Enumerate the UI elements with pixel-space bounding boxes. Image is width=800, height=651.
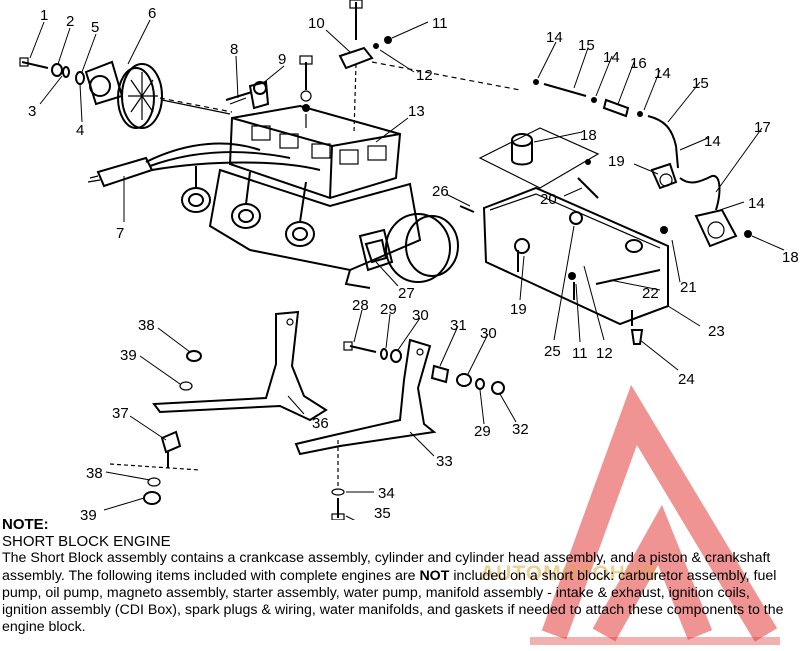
callout-11-top: 11: [432, 15, 448, 32]
top-bracket: [338, 0, 392, 133]
callout-18-b: 18: [782, 249, 799, 266]
callout-20: 20: [540, 191, 557, 208]
callout-7: 7: [116, 225, 124, 242]
note-body: The Short Block assembly contains a cran…: [2, 550, 798, 636]
callout-31: 31: [450, 317, 467, 334]
callout-36: 36: [312, 415, 329, 432]
callout-25: 25: [544, 343, 561, 360]
callout-37: 37: [112, 405, 129, 422]
note-body-emphasis: NOT: [419, 567, 450, 584]
callout-15-b: 15: [692, 75, 709, 92]
washer-18: [744, 230, 752, 238]
callout-14-c: 14: [654, 65, 671, 82]
callout-2: 2: [66, 13, 74, 30]
callout-24: 24: [678, 371, 695, 388]
fuel-pump: [478, 127, 678, 199]
callout-17: 17: [754, 119, 771, 136]
engine-mount-33: [294, 338, 437, 456]
note-label: NOTE:: [2, 516, 49, 533]
left-mount-hardware: [109, 350, 202, 505]
callout-26: 26: [432, 183, 449, 200]
engine-block: [181, 166, 422, 289]
callout-14-b: 14: [603, 49, 620, 66]
callout-34: 34: [378, 485, 395, 502]
oil-pump: [694, 208, 738, 248]
note-body-start: The Short Block assembly contains a cran…: [2, 550, 771, 584]
callout-29-b: 29: [474, 423, 491, 440]
callout-14-e: 14: [748, 195, 765, 212]
note-heading: SHORT BLOCK ENGINE: [2, 533, 171, 551]
callout-12-top: 12: [416, 67, 433, 84]
watermark-text: AUTOMOTOHUB: [480, 562, 659, 585]
mount-hardware: [343, 341, 505, 395]
watermark-logo: [530, 385, 780, 645]
starter-motor: [358, 213, 459, 283]
leader-lines: [29, 19, 785, 520]
cylinder-head: [228, 104, 402, 200]
callout-14-d: 14: [704, 133, 721, 150]
callout-39-b: 39: [80, 507, 97, 520]
callout-22: 22: [642, 285, 659, 302]
callout-labels: 1 2 3 5 4 6 7 8 9 10 11 12 13 14 15 14 1…: [28, 5, 799, 520]
callout-4: 4: [76, 122, 84, 139]
callout-39-a: 39: [120, 347, 137, 364]
engine-exploded-diagram: 1 2 3 5 4 6 7 8 9 10 11 12 13 14 15 14 1…: [19, 0, 799, 520]
callout-28: 28: [352, 297, 369, 314]
center-fasteners: [299, 55, 313, 128]
short-block-note: NOTE: SHORT BLOCK ENGINE The Short Block…: [2, 516, 798, 636]
grommet-24: [630, 329, 644, 345]
mounting-plate: [459, 186, 669, 326]
callout-30-a: 30: [412, 307, 429, 324]
callout-12-b: 12: [596, 345, 613, 362]
ignition-coil: [87, 142, 321, 188]
callout-8: 8: [230, 41, 238, 58]
callout-32: 32: [512, 421, 529, 438]
callout-9: 9: [278, 51, 286, 68]
callout-35: 35: [374, 505, 391, 520]
callout-33: 33: [436, 453, 453, 470]
callout-18-a: 18: [580, 127, 597, 144]
callout-27: 27: [398, 285, 415, 302]
callout-21: 21: [680, 279, 697, 296]
water-pump-group: [19, 57, 231, 129]
callout-5: 5: [91, 19, 99, 36]
callout-3: 3: [28, 103, 36, 120]
callout-13: 13: [408, 103, 425, 120]
engine-mount-36: [152, 310, 328, 422]
bottom-bolt: [331, 440, 345, 520]
callout-16: 16: [630, 55, 647, 72]
fuel-line: [533, 79, 721, 211]
callout-23: 23: [708, 323, 725, 340]
spark-plug: [225, 80, 270, 110]
callout-38-b: 38: [86, 465, 103, 482]
callout-15-a: 15: [578, 37, 595, 54]
callout-1: 1: [40, 7, 48, 24]
callout-6: 6: [148, 5, 156, 22]
callout-29-a: 29: [380, 301, 397, 318]
callout-30-b: 30: [480, 325, 497, 342]
callout-14-a: 14: [546, 29, 563, 46]
callout-19-a: 19: [608, 153, 625, 170]
callout-10: 10: [308, 15, 325, 32]
callout-19-b: 19: [510, 301, 527, 318]
callout-38-a: 38: [138, 317, 155, 334]
callout-11-b: 11: [572, 345, 588, 362]
note-body-end: included on a short block: carburetor as…: [2, 567, 784, 636]
